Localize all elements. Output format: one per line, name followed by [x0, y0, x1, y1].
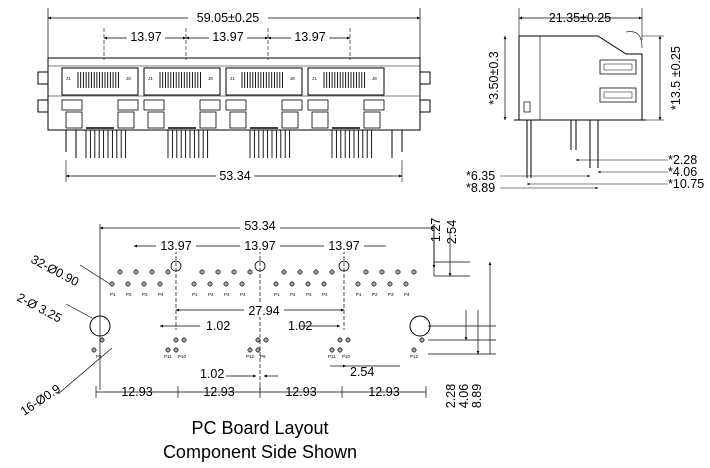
caption-line-1: PC Board Layout: [191, 418, 329, 438]
pin-label: P12: [410, 354, 419, 359]
callout-small-holes: 32-Ø0.90: [29, 252, 82, 289]
side-dim-2-28: *2.28: [668, 153, 697, 167]
pin-label: P1: [110, 292, 116, 297]
front-pitch-label-2: 13.97: [212, 30, 243, 44]
front-port-3: J1 J8: [225, 67, 303, 129]
front-pitch-label-3: 13.97: [294, 30, 325, 44]
port-mark-right: J8: [126, 76, 131, 81]
pcb-pitch-label-1: 13.97: [160, 239, 191, 253]
side-depth-label: 21.35±0.25: [549, 11, 612, 25]
front-pitch-label-1: 13.97: [130, 30, 161, 44]
pcb-bottom-pitch-label-4: 12.93: [368, 385, 399, 399]
pcb-offset-label-1: 1.02: [206, 319, 230, 333]
pcb-bottom-pitch-label-2: 12.93: [203, 385, 234, 399]
pin-label: P10: [178, 354, 187, 359]
front-view: [37, 8, 431, 182]
port-mark-right: J8: [372, 76, 377, 81]
caption-line-2: Component Side Shown: [162, 442, 358, 462]
port-mark-right: J8: [208, 76, 213, 81]
port-mark-left: J1: [230, 76, 235, 81]
front-pin-span-label: 53.34: [219, 169, 250, 183]
port-mark-right: J8: [290, 76, 295, 81]
front-port-4: J1 J8: [307, 67, 385, 129]
pcb-edge-top-2-label: 2.54: [445, 220, 459, 244]
side-dim-10-75: *10.75: [668, 177, 704, 191]
pin-label: P1: [274, 292, 280, 297]
pin-label: P9: [96, 354, 102, 359]
side-view: [500, 8, 668, 190]
callout-large-holes: 2-Ø 3.25: [15, 290, 65, 325]
side-height-right-label: *13.5 ±0.25: [669, 46, 683, 110]
front-pins: [85, 130, 373, 158]
pcb-overall-label: 53.34: [244, 219, 275, 233]
pcb-pitch-label-3: 13.97: [328, 239, 359, 253]
side-dim-4-06: *4.06: [668, 165, 697, 179]
pin-label: P2: [208, 292, 214, 297]
pin-label: P4: [158, 292, 164, 297]
pcb-offset-label-2: 1.02: [288, 319, 312, 333]
pin-label: P9: [260, 354, 266, 359]
pin-label: P3: [142, 292, 148, 297]
side-dim-8-89: *8.89: [466, 181, 495, 195]
front-overall-width-label: 59.05±0.25: [197, 11, 260, 25]
pcb-edge-top-1-label: 1.27: [429, 218, 443, 242]
pcb-edge-right-3-label: 8.89: [470, 384, 484, 408]
front-port-1: J1 J8: [61, 67, 139, 129]
pin-label: P11: [328, 354, 336, 359]
pin-label: P1: [356, 292, 362, 297]
port-mark-left: J1: [148, 76, 153, 81]
pcb-center-span-label: 27.94: [248, 304, 279, 318]
pin-label: P1: [192, 292, 198, 297]
pcb-row-pitch-label: 2.54: [350, 365, 374, 379]
side-dim-6-35: *6.35: [466, 169, 495, 183]
pcb-offset-label-3: 1.02: [200, 367, 224, 381]
pin-label: P4: [240, 292, 246, 297]
pin-label: P3: [224, 292, 230, 297]
front-port-2: J1 J8: [143, 67, 221, 129]
front-ports: J1 J8 J1 J8 J1 J8 J1 J8: [61, 67, 385, 129]
pin-label: P10: [342, 354, 351, 359]
pcb-bottom-pitch-label-3: 12.93: [285, 385, 316, 399]
port-mark-left: J1: [312, 76, 317, 81]
pcb-bottom-pitch-label-1: 12.93: [121, 385, 152, 399]
pcb-edge-right-1-label: 2.28: [444, 384, 458, 408]
pin-label: P2: [126, 292, 132, 297]
port-mark-left: J1: [66, 76, 71, 81]
pin-label: P4: [322, 292, 328, 297]
pin-label: P3: [306, 292, 312, 297]
pcb-edge-right-2-label: 4.06: [457, 384, 471, 408]
pin-label: P3: [388, 292, 394, 297]
side-height-left-label: *3.50±0.3: [487, 51, 501, 104]
pin-label: P11: [164, 354, 172, 359]
callout-pins: 16-Ø0.9: [18, 382, 63, 419]
pin-label: P2: [372, 292, 378, 297]
pcb-pitch-label-2: 13.97: [244, 239, 275, 253]
pin-label: P4: [404, 292, 410, 297]
pin-label: P2: [290, 292, 296, 297]
pin-label: P12: [246, 354, 255, 359]
